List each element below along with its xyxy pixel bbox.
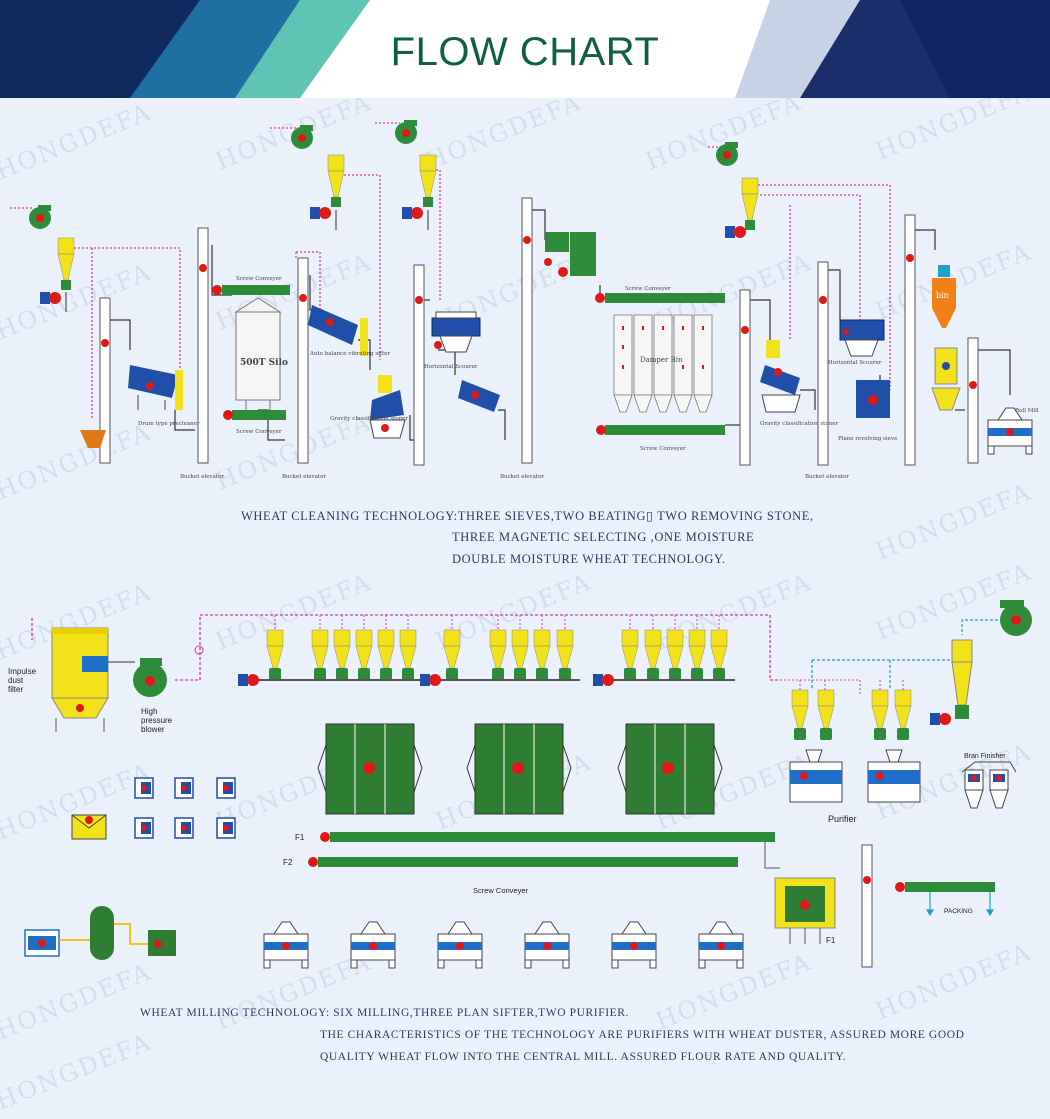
flow-diagram: HONGDEFA HONGDEFA HONGDEFA HONGDEFA HONG… — [0, 98, 1050, 1119]
svg-text:HONGDEFA: HONGDEFA — [0, 98, 156, 186]
label-screw-conveyor-bottom: Screw Conveyer — [236, 429, 282, 435]
label-screw-conveyor-top: Screw Conveyer — [236, 276, 282, 282]
label-packing: PACKING — [944, 908, 973, 915]
label-drum-precleaner: Drum type precleaner — [138, 421, 200, 427]
label-screw-conveyor-damper-top: Screw Conveyer — [625, 286, 671, 292]
svg-text:HONGDEFA: HONGDEFA — [652, 948, 816, 1036]
flour-sifter — [775, 878, 835, 944]
label-horizontal-scourer: Horizontal Scourer — [424, 364, 478, 370]
svg-text:HONGDEFA: HONGDEFA — [212, 568, 376, 656]
label-bucket-elevator-4: Bucket elevator — [805, 474, 849, 480]
plan-sifters — [318, 724, 722, 814]
label-horizontal-scourer-2: Horizontal Scourer — [828, 360, 882, 366]
svg-text:HONGDEFA: HONGDEFA — [0, 418, 156, 506]
label-silo: 500T Silo — [240, 358, 288, 368]
compressor-group — [25, 906, 176, 960]
svg-text:HONGDEFA: HONGDEFA — [422, 98, 586, 176]
svg-text:HONGDEFA: HONGDEFA — [872, 98, 1036, 166]
cleaning-text-line1: WHEAT CLEANING TECHNOLOGY:THREE SIEVES,T… — [241, 508, 814, 524]
label-bucket-elevator-1: Bucket elevator — [180, 474, 224, 480]
label-blower-2: pressure — [141, 716, 173, 725]
silo-500t — [236, 298, 280, 410]
label-impulse-3: filter — [8, 685, 23, 694]
svg-text:HONGDEFA: HONGDEFA — [0, 258, 156, 346]
milling-text-line1: WHEAT MILLING TECHNOLOGY: SIX MILLING,TH… — [140, 1007, 629, 1019]
svg-text:HONGDEFA: HONGDEFA — [0, 1028, 156, 1116]
flour-bin — [932, 265, 960, 410]
gravity-stoner — [370, 375, 405, 438]
horizontal-scourer — [432, 312, 480, 352]
header-banner: FLOW CHART — [0, 0, 1050, 98]
label-damper-bin: Damper Bin — [640, 356, 683, 364]
milling-text-line3: QUALITY WHEAT FLOW INTO THE CENTRAL MILL… — [320, 1051, 846, 1063]
label-bin: bin — [936, 291, 949, 300]
label-vibrating-sifter: Auto balance vibrating sifter — [309, 351, 390, 357]
envelope-machine — [72, 815, 106, 839]
label-f1: F1 — [295, 833, 305, 842]
label-f1-bottom: F1 — [826, 936, 836, 945]
label-blower-1: High — [141, 707, 157, 716]
watermarks: HONGDEFA HONGDEFA HONGDEFA HONGDEFA HONG… — [0, 98, 1036, 1116]
purifiers — [790, 690, 920, 802]
label-impulse-1: Impulse — [8, 667, 37, 676]
svg-text:HONGDEFA: HONGDEFA — [872, 938, 1036, 1026]
label-bucket-elevator-3: Bucket elevator — [500, 474, 544, 480]
svg-text:HONGDEFA: HONGDEFA — [872, 478, 1036, 566]
label-blower-3: blower — [141, 725, 165, 734]
label-impulse-2: dust — [8, 676, 24, 685]
cleaning-text-line3: DOUBLE MOISTURE WHEAT TECHNOLOGY. — [452, 552, 726, 567]
milling-section — [25, 600, 1032, 968]
impulse-dust-filter — [52, 628, 108, 732]
damper-bins — [544, 232, 725, 435]
label-plane-sieve: Plane revolving sieve — [838, 436, 897, 442]
label-f2: F2 — [283, 858, 293, 867]
label-gravity-stoner: Gravity classification stoner — [330, 416, 408, 422]
label-screw-conveyor-damper-bottom: Screw Conveyer — [640, 446, 686, 452]
label-purifier: Purifier — [828, 814, 857, 824]
label-roll-mill: Roll Mill — [1015, 408, 1039, 414]
label-screw-conveyor-milling: Screw Conveyer — [473, 886, 529, 895]
page-title: FLOW CHART — [0, 30, 1050, 75]
milling-text-line2: THE CHARACTERISTICS OF THE TECHNOLOGY AR… — [320, 1029, 965, 1041]
label-gravity-stoner-2: Gravity classification stoner — [760, 421, 838, 427]
label-bran-finisher: Bran Finisher — [964, 753, 1006, 760]
cleaning-text-line2: THREE MAGNETIC SELECTING ,ONE MOISTURE — [452, 530, 754, 545]
drum-precleaner — [128, 365, 183, 410]
label-bucket-elevator-2: Bucket elevator — [282, 474, 326, 480]
